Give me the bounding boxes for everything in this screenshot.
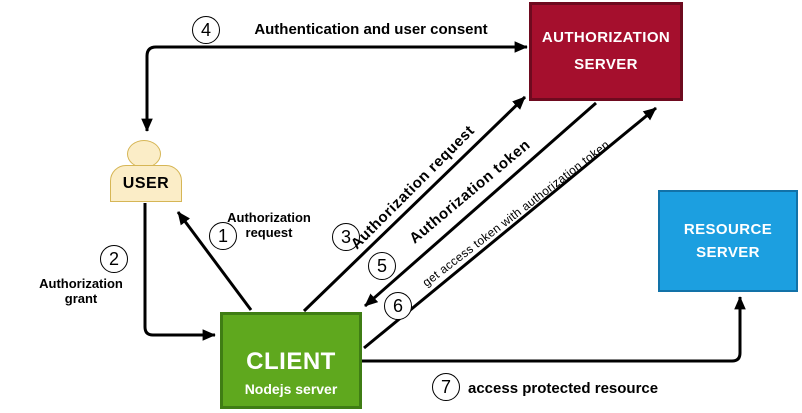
step-5-badge: 5 — [368, 252, 396, 280]
step-2-number: 2 — [108, 248, 119, 269]
step-1-number: 1 — [217, 225, 228, 246]
authorization-server-label-line2: SERVER — [574, 56, 638, 73]
client-title: CLIENT — [246, 348, 336, 375]
step-7-label: access protected resource — [468, 380, 659, 397]
step-2-label-line2: grant — [64, 291, 98, 306]
step-6-number: 6 — [392, 295, 403, 316]
step-3-number: 3 — [340, 226, 351, 247]
step-4-label: Authentication and user consent — [254, 21, 488, 38]
arrow-step-7 — [362, 296, 746, 363]
step-2-label-line1: Authorization — [39, 276, 123, 291]
step-6-badge: 6 — [384, 292, 412, 320]
arrow-step-1 — [176, 211, 253, 311]
user-node: USER — [110, 165, 182, 202]
arrow-step-2 — [143, 203, 216, 341]
step-3-badge: 3 — [332, 223, 360, 251]
step-1-label-line1: Authorization — [227, 210, 311, 225]
arrow-step-3 — [302, 95, 527, 313]
step-5-number: 5 — [376, 255, 387, 276]
step-1-label-line2: request — [245, 225, 293, 240]
resource-server-label-line2: SERVER — [696, 244, 760, 261]
step-1-badge: 1 — [209, 222, 237, 250]
arrow-step-4 — [141, 41, 528, 132]
authorization-server-label-line1: AUTHORIZATION — [541, 29, 671, 46]
arrow-step-5 — [364, 101, 597, 308]
user-icon — [127, 140, 161, 168]
user-label: USER — [122, 174, 170, 192]
step-7-number: 7 — [440, 376, 451, 397]
step-7-badge: 7 — [432, 373, 460, 401]
step-1-label: Authorization request — [225, 210, 313, 240]
authorization-server-node: AUTHORIZATION SERVER — [529, 2, 683, 101]
resource-server-label-line1: RESOURCE — [683, 221, 773, 238]
client-node: CLIENT Nodejs server — [220, 312, 362, 409]
step-4-number: 4 — [200, 19, 211, 40]
client-subtitle: Nodejs server — [244, 381, 338, 397]
arrow-step-6 — [363, 106, 657, 350]
step-2-label: Authorization grant — [35, 276, 127, 306]
resource-server-node: RESOURCE SERVER — [658, 190, 798, 292]
step-2-badge: 2 — [100, 245, 128, 273]
step-4-badge: 4 — [192, 16, 220, 44]
